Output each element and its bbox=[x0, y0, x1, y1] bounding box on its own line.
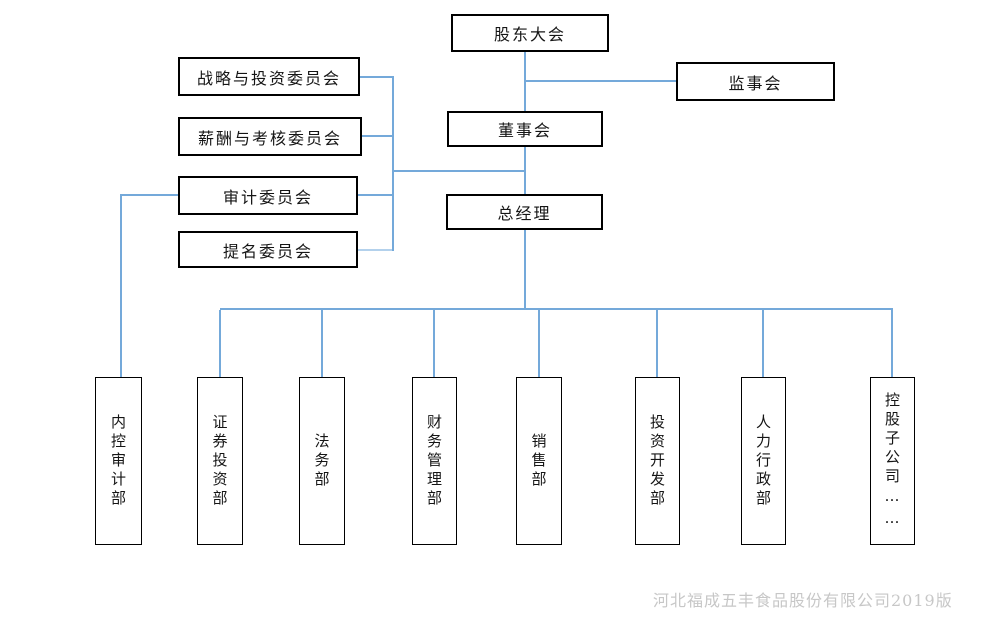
node-dept-internal-control-audit: 内控审计部 bbox=[95, 377, 142, 545]
connector-committee-spine bbox=[392, 76, 394, 251]
connector-drop-finance bbox=[433, 310, 435, 378]
node-committee-compensation-appraisal: 薪酬与考核委员会 bbox=[178, 117, 362, 156]
connector-gm-distribution bbox=[524, 230, 526, 309]
connector-stub-strategy-committee bbox=[360, 76, 392, 78]
node-supervisory-board: 监事会 bbox=[676, 62, 835, 101]
node-board-of-directors: 董事会 bbox=[447, 111, 603, 147]
node-dept-hr-admin: 人力行政部 bbox=[741, 377, 786, 545]
node-dept-legal: 法务部 bbox=[299, 377, 345, 545]
node-committee-audit: 审计委员会 bbox=[178, 176, 358, 215]
connector-stub-compensation-committee bbox=[362, 135, 392, 137]
connector-drop-securities bbox=[219, 310, 221, 378]
connector-drop-subsidiaries bbox=[891, 310, 893, 378]
connector-stub-nomination-committee bbox=[358, 249, 392, 251]
connector-shareholders-supervisory bbox=[524, 80, 676, 82]
connector-stub-audit-committee bbox=[358, 194, 392, 196]
node-dept-securities-investment: 证券投资部 bbox=[197, 377, 243, 545]
node-shareholders-meeting: 股东大会 bbox=[451, 14, 609, 52]
node-committee-nomination: 提名委员会 bbox=[178, 231, 358, 268]
watermark-text: 河北福成五丰食品股份有限公司2019版 bbox=[653, 591, 953, 610]
connector-drop-hr bbox=[762, 310, 764, 378]
connector-drop-sales bbox=[538, 310, 540, 378]
node-dept-financial-management: 财务管理部 bbox=[412, 377, 457, 545]
connector-board-committee-spine bbox=[393, 170, 524, 172]
connector-audit-internal-audit-h bbox=[120, 194, 178, 196]
node-dept-investment-development: 投资开发部 bbox=[635, 377, 680, 545]
connector-drop-legal bbox=[321, 310, 323, 378]
connector-drop-investment bbox=[656, 310, 658, 378]
connector-distribution-bar bbox=[220, 308, 893, 310]
connector-board-gm bbox=[524, 147, 526, 194]
node-dept-sales: 销售部 bbox=[516, 377, 562, 545]
connector-audit-internal-audit-v bbox=[120, 194, 122, 378]
node-general-manager: 总经理 bbox=[446, 194, 603, 230]
node-holding-subsidiaries: 控股子公司…… bbox=[870, 377, 915, 545]
node-committee-strategy-investment: 战略与投资委员会 bbox=[178, 57, 360, 96]
